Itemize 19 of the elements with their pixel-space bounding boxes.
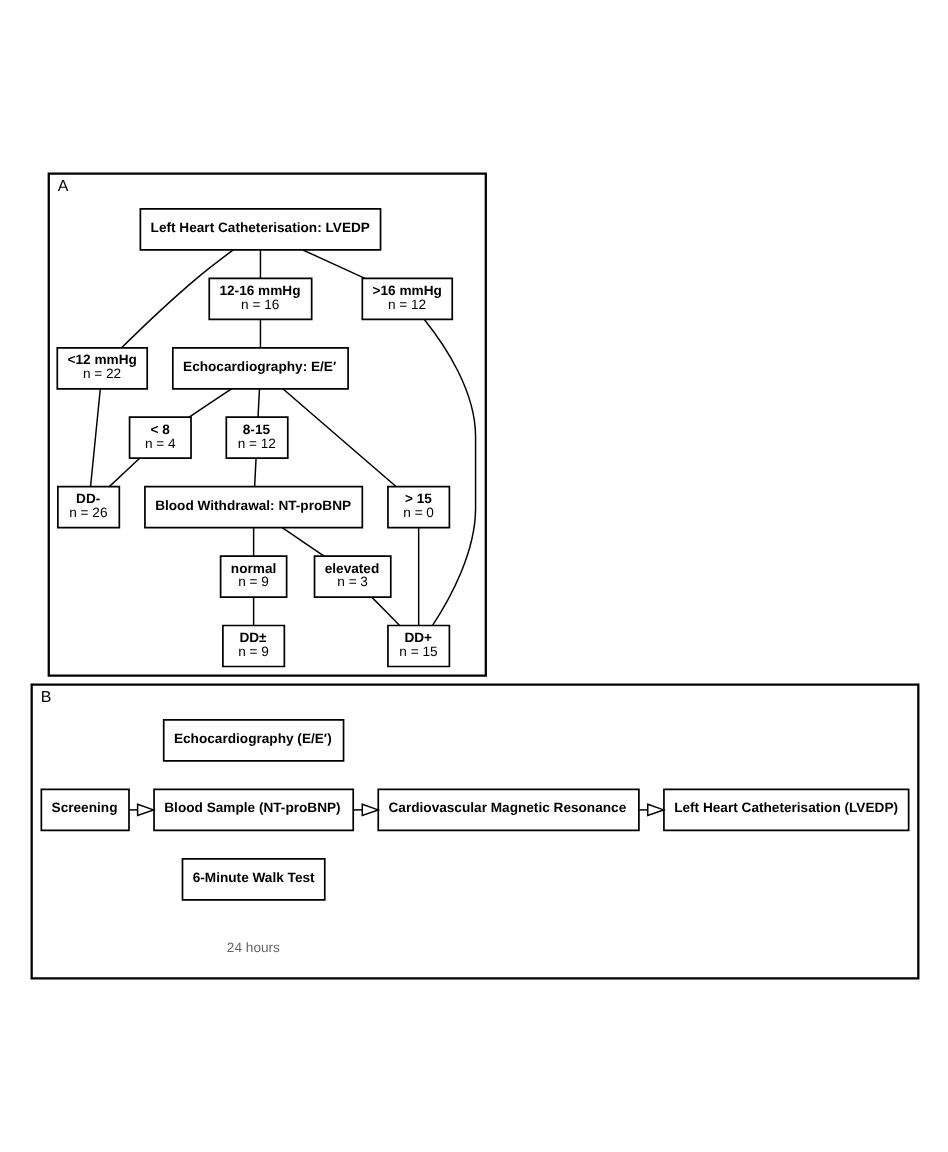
connector xyxy=(88,388,101,488)
connector xyxy=(258,318,261,349)
connector xyxy=(251,526,254,557)
connector xyxy=(370,596,400,626)
connector xyxy=(107,457,140,488)
connector xyxy=(258,249,261,279)
connector xyxy=(422,319,476,626)
connector xyxy=(187,388,232,418)
connector xyxy=(252,457,256,488)
arrow xyxy=(352,803,380,817)
connector xyxy=(119,249,233,349)
connector xyxy=(281,388,396,488)
connector xyxy=(251,596,254,626)
connector xyxy=(256,388,260,418)
connector xyxy=(280,526,324,557)
arrow xyxy=(127,803,155,817)
connector xyxy=(416,527,419,627)
arrow xyxy=(637,803,665,817)
connector xyxy=(301,249,365,280)
